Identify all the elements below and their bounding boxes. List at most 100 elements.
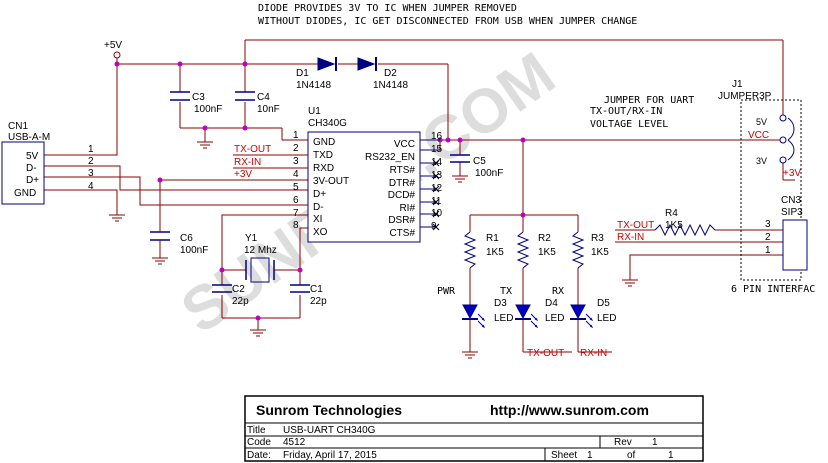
cn3-part: SIP3 <box>781 207 803 218</box>
c5-value: 100nF <box>475 168 503 179</box>
net-rx-in-ic: RX-IN <box>234 157 261 168</box>
u1-pin1-name: GND <box>313 137 335 148</box>
jumper-j1: J1 JUMPER3P 5V VCC 3V +3V <box>718 79 802 281</box>
r1-ref: R1 <box>486 233 499 244</box>
led-tx-label: TX <box>500 286 512 297</box>
u1-pin6-name: D- <box>313 202 324 213</box>
jumper-note-1: JUMPER FOR UART <box>604 95 694 106</box>
u1-pin16-num: 16 <box>431 131 443 142</box>
usb-connector-cn1: CN1 USB-A-M 5V D- D+ GND 1 2 3 4 <box>1 121 94 205</box>
u1-pin2-num: 2 <box>293 143 299 154</box>
diode-d2 <box>357 57 377 71</box>
ground-icon <box>622 279 638 287</box>
y1-ref: Y1 <box>245 233 258 244</box>
cn1-pin4-num: 4 <box>88 181 94 192</box>
c5-ref: C5 <box>473 156 486 167</box>
led-rx-label: RX <box>552 286 564 297</box>
rev-value: 1 <box>652 437 658 448</box>
j1-opt-3v: 3V <box>756 156 767 166</box>
of-value: 1 <box>668 450 674 461</box>
cn3-pin1: 1 <box>765 245 771 256</box>
r2-value: 1K5 <box>538 247 556 258</box>
cn1-pin1-num: 1 <box>88 144 94 155</box>
cn3-pin2: 2 <box>765 232 771 243</box>
vcc-5v-label: +5V <box>104 40 122 51</box>
ground-icon <box>152 257 168 265</box>
net-tx-out-cn3: TX-OUT <box>617 220 654 231</box>
net-plus3v-ic: +3V <box>234 169 252 180</box>
ground-icon <box>109 214 125 222</box>
d2-value: 1N4148 <box>373 80 408 91</box>
d4-type: LED <box>545 313 564 324</box>
y1-value: 12 Mhz <box>244 245 277 256</box>
cn1-pin4-name: GND <box>14 188 36 199</box>
d3-type: LED <box>494 313 513 324</box>
resistor-r1 <box>463 231 477 269</box>
j1-vcc: VCC <box>748 130 769 141</box>
u1-pin4-num: 4 <box>293 169 299 180</box>
r1-value: 1K5 <box>486 247 504 258</box>
rev-label: Rev <box>614 437 632 448</box>
resistor-r3 <box>571 231 585 269</box>
ground-icon <box>452 175 468 183</box>
capacitor-c2 <box>212 284 232 293</box>
net-tx-out-led: TX-OUT <box>527 348 564 359</box>
u1-pin7-name: XI <box>313 214 322 225</box>
d5-ref: D5 <box>597 298 610 309</box>
ic-u1: U1 CH340G GND TXD RXD 3V-OUT D+ D- XI XO… <box>293 106 443 243</box>
crystal-y1 <box>245 257 275 283</box>
c4-ref: C4 <box>257 92 270 103</box>
led-pwr-label: PWR <box>437 286 456 297</box>
d4-ref: D4 <box>545 298 558 309</box>
d2-ref: D2 <box>384 68 397 79</box>
ground-symbols <box>109 141 638 359</box>
c3-ref: C3 <box>192 92 205 103</box>
u1-pin11-name: RI# <box>399 203 415 214</box>
ground-icon <box>250 329 266 337</box>
led-d5 <box>570 304 594 329</box>
resistor-r4 <box>654 223 716 237</box>
d5-type: LED <box>597 313 616 324</box>
d1-ref: D1 <box>296 68 309 79</box>
cn3-caption: 6 PIN INTERFAC <box>731 284 815 295</box>
cn1-ref: CN1 <box>8 121 28 132</box>
led-d4 <box>515 304 539 329</box>
u1-pin9-name: CTS# <box>389 228 415 239</box>
capacitor-c4 <box>235 91 255 101</box>
u1-ref: U1 <box>308 106 321 117</box>
u1-pin5-name: D+ <box>313 189 326 200</box>
cn1-pin3-name: D+ <box>26 175 39 186</box>
j1-ref: J1 <box>732 79 743 90</box>
date-value: Friday, April 17, 2015 <box>283 450 377 461</box>
capacitor-c6 <box>150 231 170 241</box>
u1-pin15-name: RS232_EN <box>365 152 415 163</box>
r4-ref: R4 <box>665 208 678 219</box>
u1-pin16-name: VCC <box>394 139 415 150</box>
u1-pin1-num: 1 <box>293 130 299 141</box>
junctions <box>114 61 526 321</box>
u1-pin7-num: 7 <box>293 208 299 219</box>
u1-pin8-num: 8 <box>293 220 299 231</box>
code-value: 4512 <box>283 437 306 448</box>
u1-pin6-num: 6 <box>293 195 299 206</box>
c6-value: 100nF <box>180 245 208 256</box>
u1-pin3-name: RXD <box>313 163 334 174</box>
note-line-2: WITHOUT DIODES, IC GET DISCONNECTED FROM… <box>258 16 637 27</box>
c4-value: 10nF <box>257 104 280 115</box>
c6-ref: C6 <box>180 233 193 244</box>
c2-ref: C2 <box>232 284 245 295</box>
code-label: Code <box>247 437 271 448</box>
c2-value: 22p <box>232 296 249 307</box>
sheet-value: 1 <box>587 450 593 461</box>
ground-icon <box>197 141 213 149</box>
u1-pin10-name: DSR# <box>388 215 415 226</box>
no-connect-markers <box>432 159 440 231</box>
net-rx-in-cn3: RX-IN <box>617 232 644 243</box>
u1-part: CH340G <box>308 118 347 129</box>
d3-ref: D3 <box>494 298 507 309</box>
net-tx-out-ic: TX-OUT <box>234 144 271 155</box>
connector-cn3: CN3 SIP3 3 2 1 6 PIN INTERFAC <box>731 195 815 295</box>
u1-pin2-name: TXD <box>313 150 333 161</box>
